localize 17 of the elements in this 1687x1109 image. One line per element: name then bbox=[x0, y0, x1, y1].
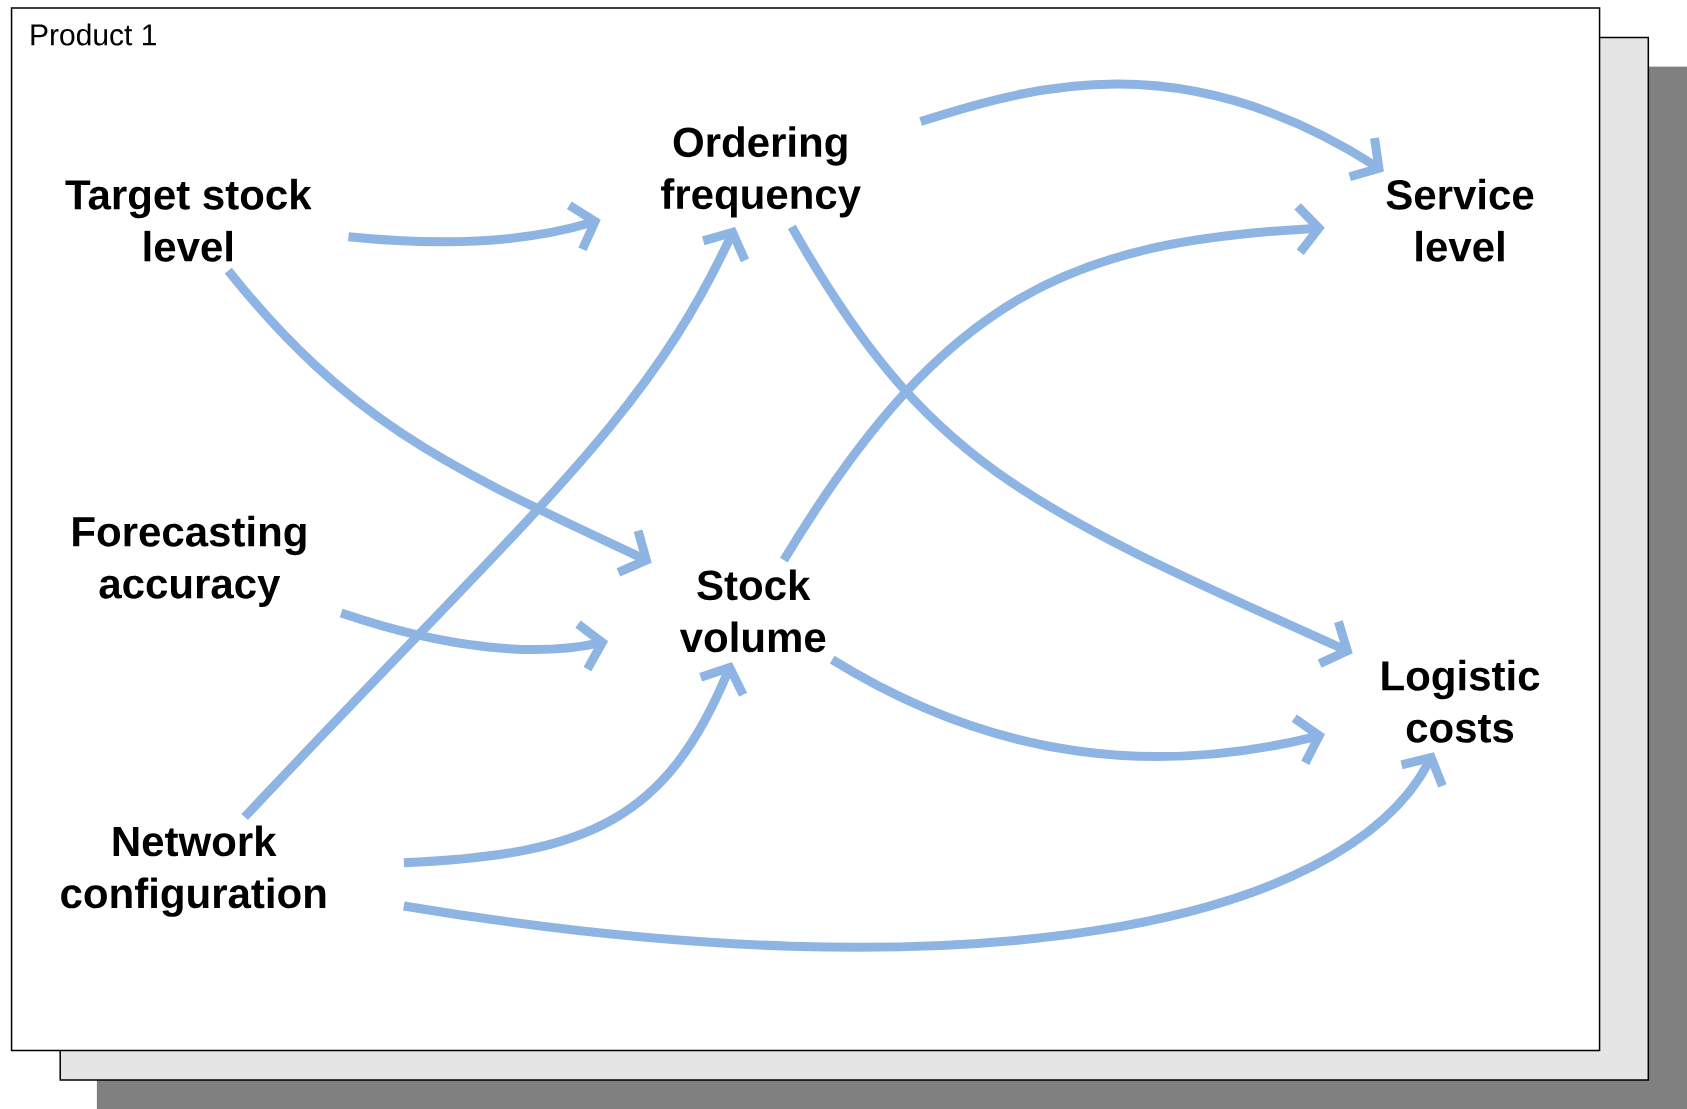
arrow bbox=[339, 608, 609, 672]
node-label: Ordering frequency bbox=[661, 126, 861, 218]
node-label: Target stock level bbox=[65, 178, 312, 262]
arrow bbox=[348, 201, 601, 252]
arrow bbox=[829, 655, 1325, 765]
arrow bbox=[787, 224, 1353, 668]
node-label: Logistic costs bbox=[1382, 659, 1540, 743]
node-label: Service level bbox=[1386, 178, 1534, 262]
arrow bbox=[403, 752, 1447, 952]
node-label: Network configuration bbox=[61, 825, 326, 917]
arrow bbox=[403, 662, 748, 868]
arrow bbox=[919, 79, 1384, 182]
arrow bbox=[780, 203, 1325, 563]
node-label: Forecasting accuracy bbox=[73, 515, 306, 607]
node-label: Stock volume bbox=[679, 569, 826, 653]
arrow bbox=[224, 267, 652, 577]
arrow bbox=[241, 227, 750, 821]
